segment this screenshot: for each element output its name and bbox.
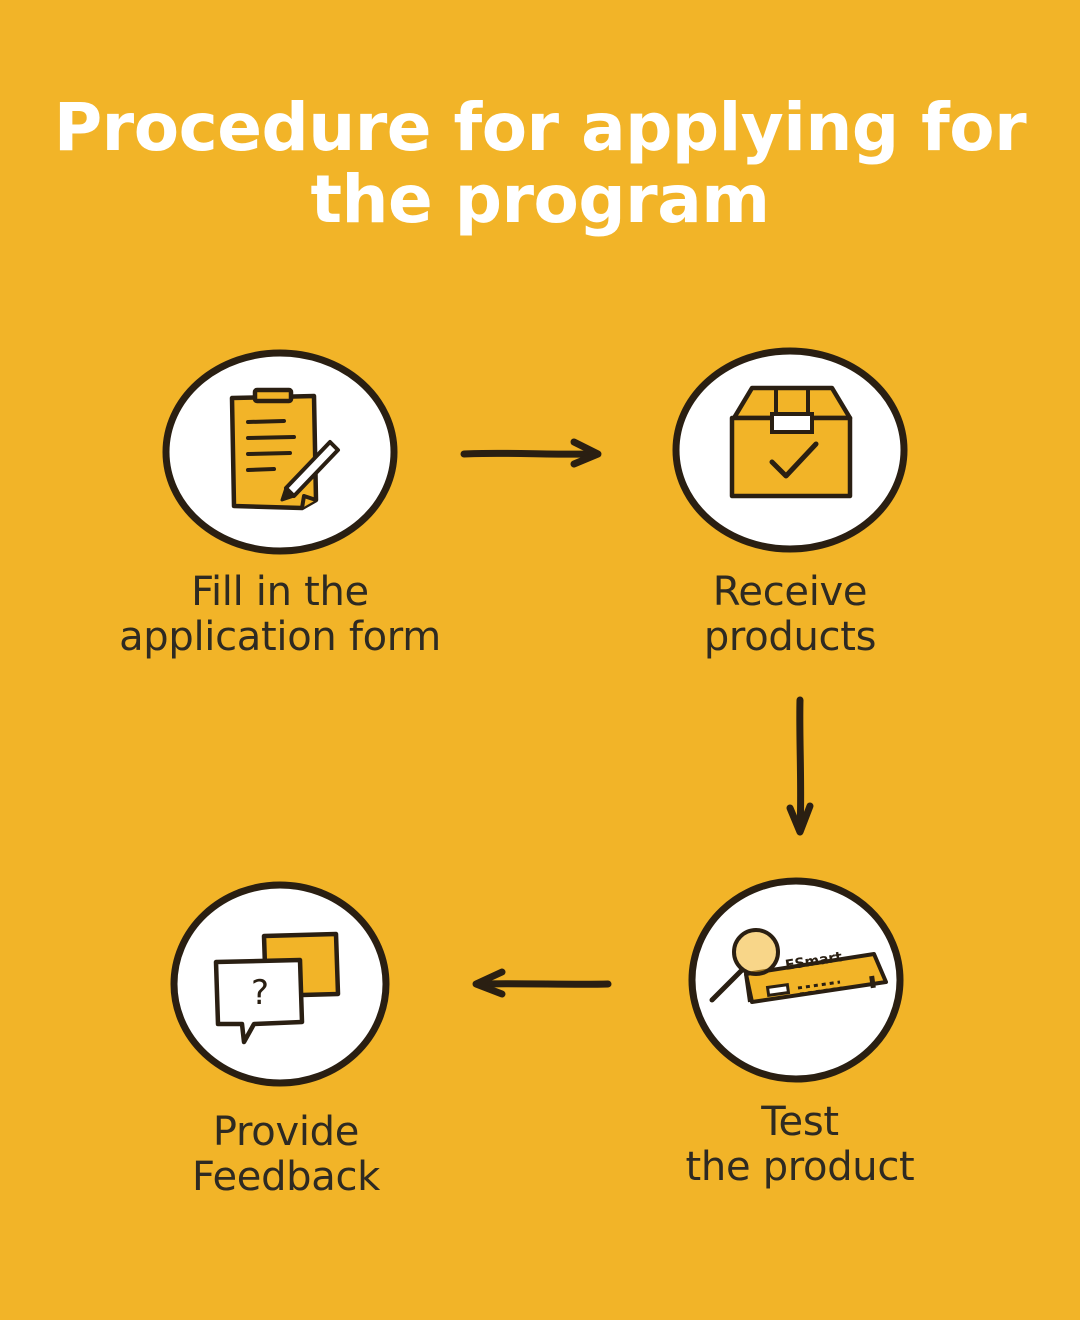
step-4-label: Provide Feedback xyxy=(96,1110,476,1200)
clipboard-pencil-icon xyxy=(162,349,398,555)
step-1-label-line-2: application form xyxy=(119,614,441,660)
step-1-label: Fill in the application form xyxy=(90,570,470,660)
step-4-circle: ? xyxy=(170,881,408,1087)
step-3-label-line-2: the product xyxy=(685,1144,915,1190)
step-1-circle xyxy=(162,349,398,555)
step-2-circle xyxy=(672,347,908,553)
page-title: Procedure for applying for the program xyxy=(0,92,1080,236)
step-3-label-line-1: Test xyxy=(761,1099,839,1145)
flow-arrow-down xyxy=(784,696,818,842)
step-4-label-line-1: Provide xyxy=(212,1109,360,1155)
title-line-1: Procedure for applying for xyxy=(53,89,1027,166)
question-mark-text: ? xyxy=(251,973,269,1013)
flow-arrow-right xyxy=(460,436,602,474)
step-2-label-line-2: products xyxy=(703,614,877,660)
step-3-circle: ESmart xyxy=(688,877,926,1083)
step-2-label: Receive products xyxy=(600,570,980,660)
step-1-label-line-1: Fill in the xyxy=(191,569,369,615)
chat-question-icon: ? xyxy=(170,881,390,1087)
step-3-label: Test the product xyxy=(610,1100,990,1190)
step-4-label-line-2: Feedback xyxy=(191,1154,381,1200)
box-check-icon xyxy=(672,347,908,553)
magnifier-router-icon: ESmart xyxy=(688,877,904,1083)
flow-arrow-left xyxy=(472,966,612,1004)
title-line-2: the program xyxy=(310,161,770,238)
step-2-label-line-1: Receive xyxy=(712,569,868,615)
